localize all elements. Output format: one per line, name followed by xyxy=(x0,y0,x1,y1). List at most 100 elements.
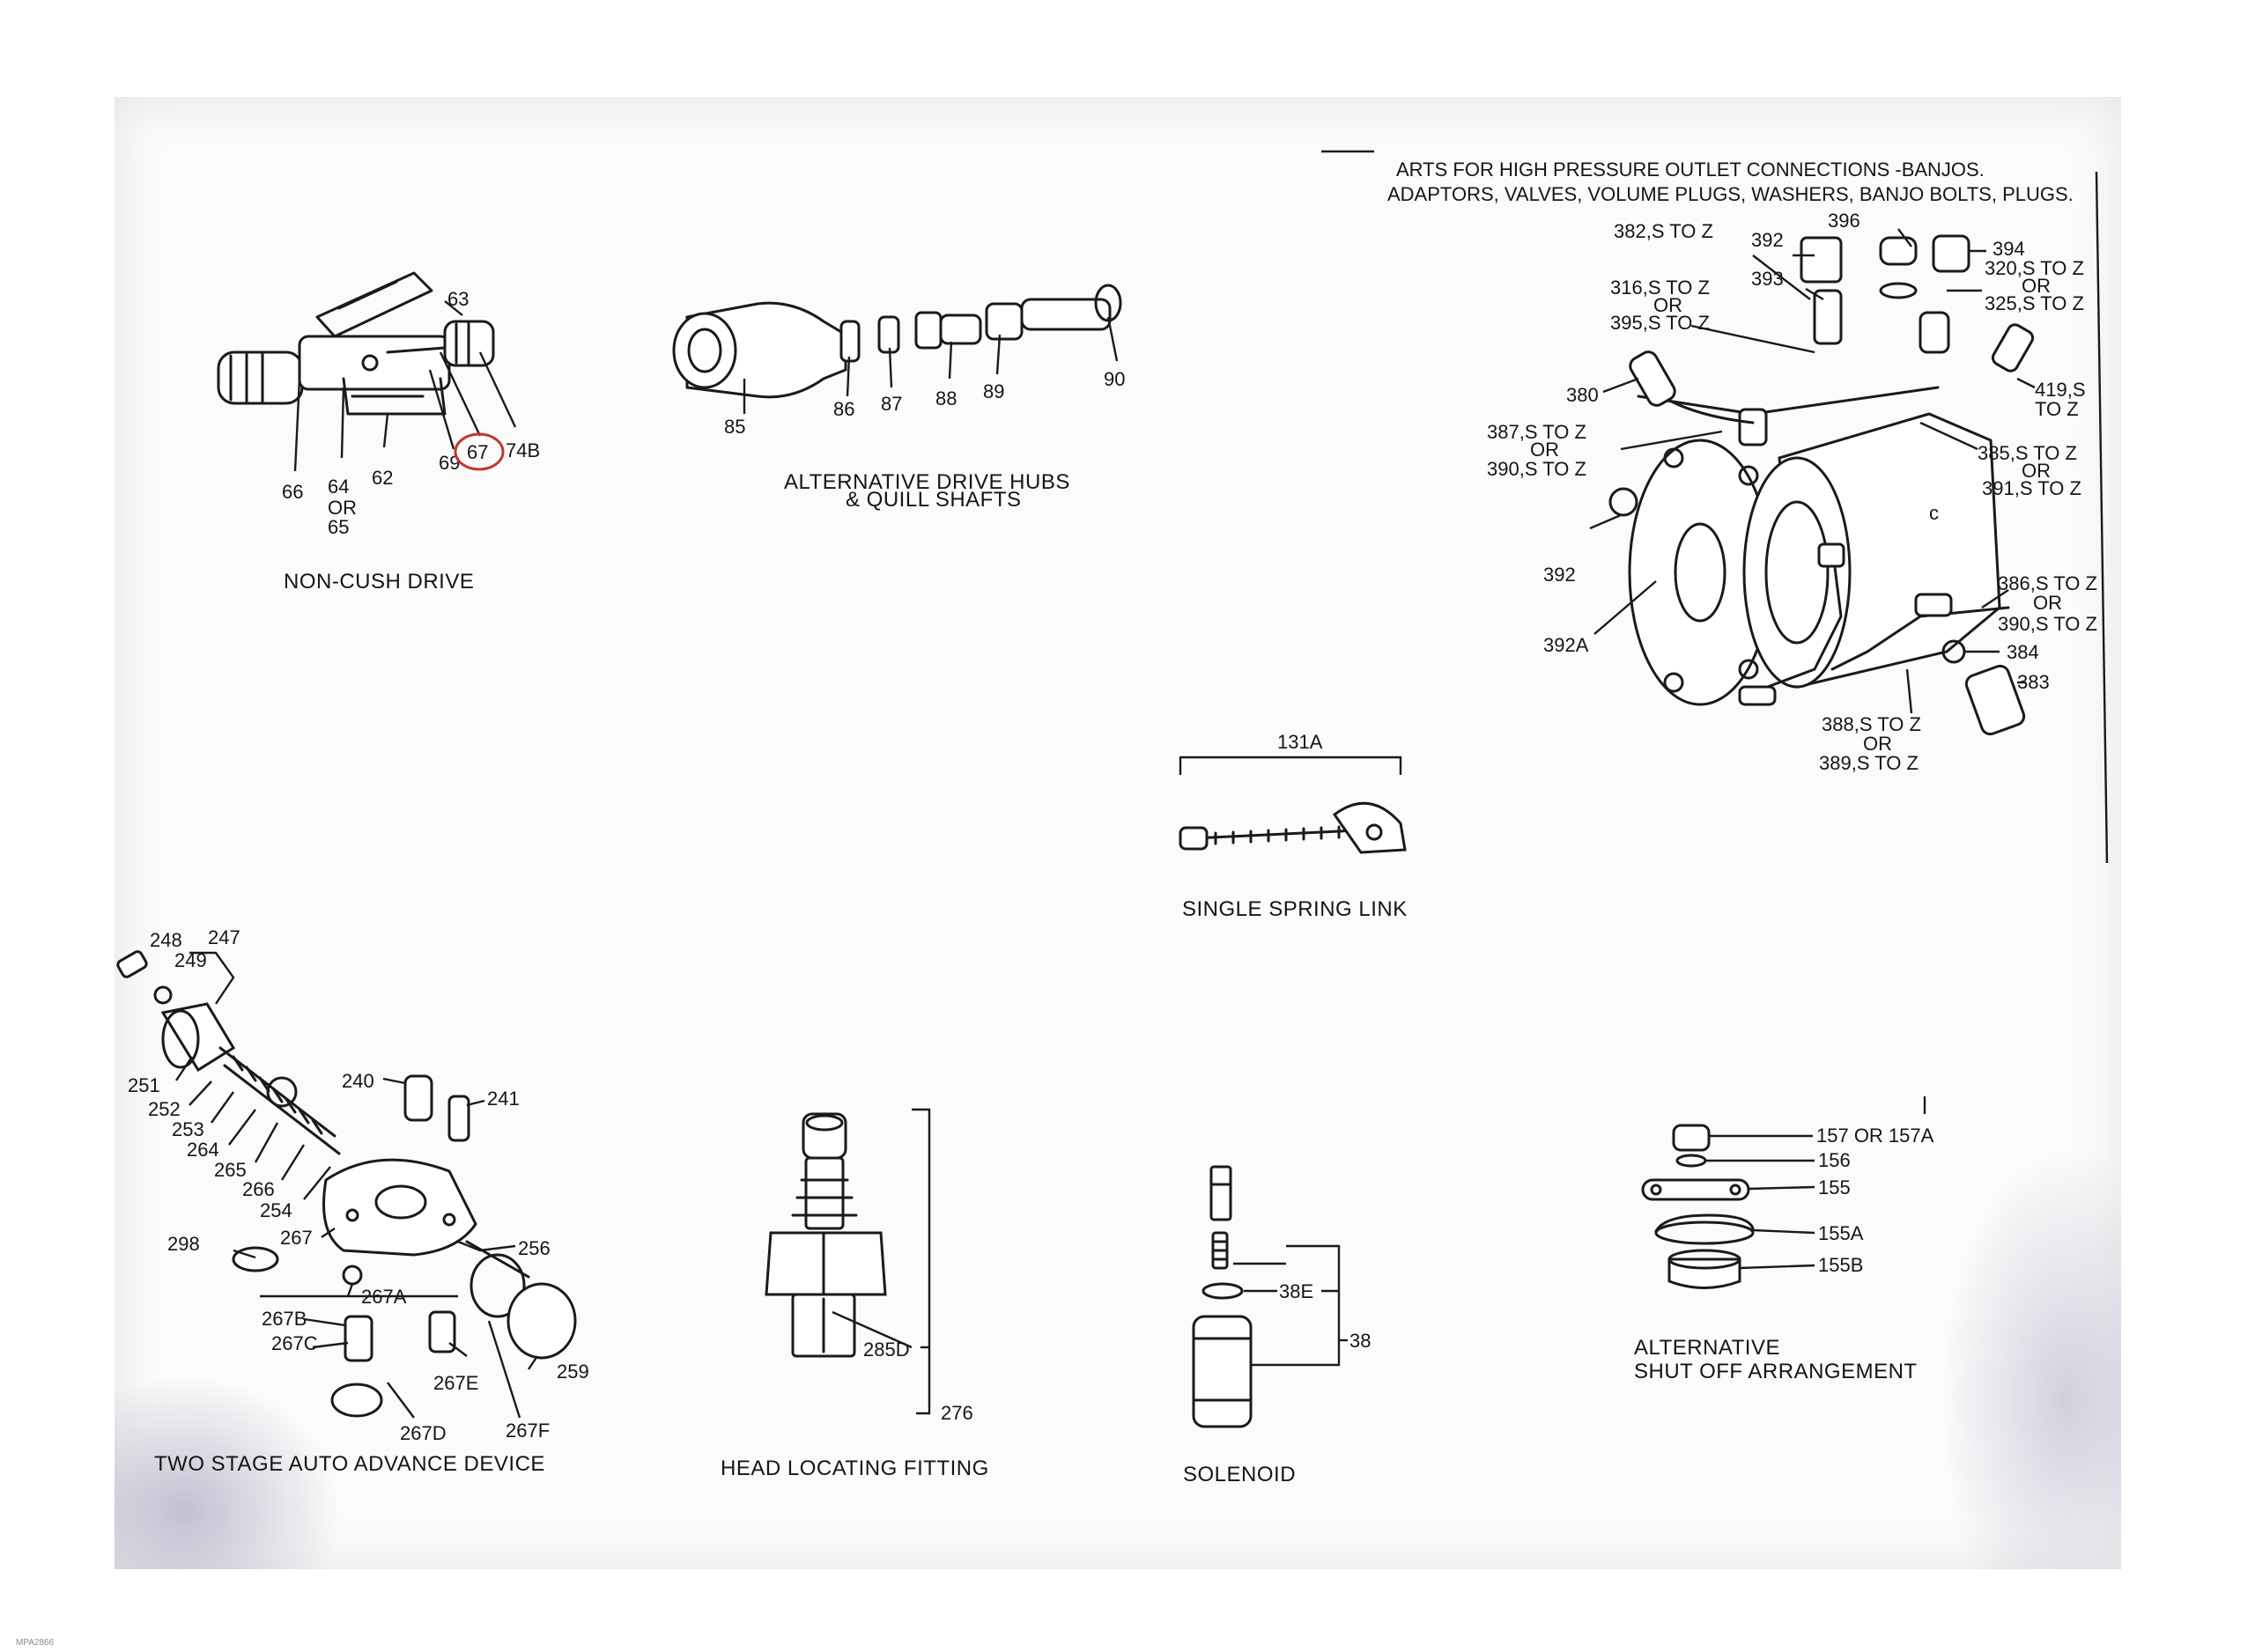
part-label-389-s-to-z: 389,S TO Z xyxy=(1819,752,1919,774)
highlight-circle xyxy=(454,432,505,471)
alternative-drive-hubs-group: 85 86 87 88 89 90 ALTERNATIVE DRIVE HUBS… xyxy=(672,284,1125,512)
part-label-249: 249 xyxy=(174,949,207,971)
part-label-386-s-to-z: 386,S TO Z xyxy=(1998,572,2097,594)
part-label-316-s-to-z: 316,S TO Z xyxy=(1610,277,1710,299)
part-label-419-s: 419,S xyxy=(2035,379,2086,401)
part-label-259: 259 xyxy=(557,1361,589,1383)
part-label-67: 67 xyxy=(467,441,488,463)
drive-hubs-leaders xyxy=(743,316,1119,414)
hp-outlet-connections-group: ARTS FOR HIGH PRESSURE OUTLET CONNECTION… xyxy=(1321,150,2109,864)
auto-advance-illustration xyxy=(116,950,577,1418)
part-label-394: 394 xyxy=(1993,238,2025,260)
part-label-or: OR xyxy=(1863,733,1892,755)
part-label-264: 264 xyxy=(187,1139,219,1161)
part-label-395-s-to-z: 395,S TO Z xyxy=(1610,312,1710,334)
part-label-or: OR xyxy=(328,497,357,519)
part-label-392: 392 xyxy=(1751,229,1784,251)
part-label-or: OR xyxy=(2022,275,2051,297)
head-locating-leaders xyxy=(832,1108,931,1415)
part-label-387-s-to-z: 387,S TO Z xyxy=(1487,421,1586,443)
part-label-252: 252 xyxy=(148,1098,181,1120)
part-label-392: 392 xyxy=(1543,564,1576,586)
part-label-267b: 267B xyxy=(262,1308,307,1330)
part-label-38: 38 xyxy=(1349,1330,1371,1352)
part-label-155b: 155B xyxy=(1818,1254,1863,1276)
hp-outlet-title-line1: ARTS FOR HIGH PRESSURE OUTLET CONNECTION… xyxy=(1396,159,1985,181)
footer-code: MPA2866 xyxy=(16,1638,55,1648)
part-label-396: 396 xyxy=(1828,210,1860,232)
part-label-90: 90 xyxy=(1104,368,1125,390)
part-label-65: 65 xyxy=(328,516,349,538)
part-label-325-s-to-z: 325,S TO Z xyxy=(1985,292,2084,314)
drive-hubs-illustration xyxy=(672,284,1122,399)
part-label-384: 384 xyxy=(2007,641,2039,663)
part-label-391-s-to-z: 391,S TO Z xyxy=(1982,477,2081,499)
caption-alt-drive-line2: & QUILL SHAFTS xyxy=(846,488,1022,512)
spring-link-illustration xyxy=(1179,801,1407,854)
shut-off-group: 157 OR 157A 156 155 155A 155B ALTERNATIV… xyxy=(1634,1096,1934,1383)
part-label-155: 155 xyxy=(1818,1176,1851,1198)
non-cush-drive-leaders xyxy=(293,300,517,472)
part-label-382-s-to-z: 382,S TO Z xyxy=(1614,220,1713,242)
non-cush-drive-group: 63 66 64 OR 65 62 69 67 74B NON-CUSH DRI… xyxy=(217,271,540,594)
auto-advance-leaders xyxy=(175,951,538,1419)
caption-head-locating: HEAD LOCATING FITTING xyxy=(721,1457,989,1480)
part-label-298: 298 xyxy=(167,1233,200,1255)
solenoid-group: 38E 38 SOLENOID xyxy=(1183,1165,1371,1486)
part-label-88: 88 xyxy=(935,387,957,409)
part-label-267d: 267D xyxy=(400,1422,447,1444)
hp-outlet-title-line2: ADAPTORS, VALVES, VOLUME PLUGS, WASHERS,… xyxy=(1387,183,2074,205)
part-label-157-or-157a: 157 OR 157A xyxy=(1816,1125,1934,1147)
part-label-390-s-to-z: 390,S TO Z xyxy=(1487,458,1586,480)
non-cush-drive-illustration xyxy=(217,271,495,416)
caption-single-spring-link: SINGLE SPRING LINK xyxy=(1182,897,1408,921)
part-label-265: 265 xyxy=(214,1159,247,1181)
part-label-66: 66 xyxy=(282,481,303,503)
head-locating-illustration xyxy=(765,1112,887,1358)
part-label-or: OR xyxy=(2022,460,2051,482)
part-label-240: 240 xyxy=(342,1070,374,1092)
part-label-267e: 267E xyxy=(433,1372,478,1394)
part-label-256: 256 xyxy=(518,1237,551,1259)
part-label-156: 156 xyxy=(1818,1149,1851,1171)
shut-off-illustration xyxy=(1641,1096,1926,1289)
part-label-385-s-to-z: 385,S TO Z xyxy=(1978,442,2077,464)
part-label-or: OR xyxy=(1653,294,1682,316)
part-label-393: 393 xyxy=(1751,268,1784,290)
caption-solenoid: SOLENOID xyxy=(1183,1463,1296,1486)
scan-shadow xyxy=(1938,1145,2121,1569)
caption-shut-off-line1: ALTERNATIVE xyxy=(1634,1336,1780,1360)
caption-alt-drive-line1: ALTERNATIVE DRIVE HUBS xyxy=(784,470,1070,494)
part-label-131a: 131A xyxy=(1277,731,1323,753)
part-label-266: 266 xyxy=(242,1178,275,1200)
part-label-87: 87 xyxy=(881,393,902,415)
pump-head-illustration: c xyxy=(1608,234,2035,736)
part-label-or: OR xyxy=(2033,592,2062,614)
part-label-392a: 392A xyxy=(1543,634,1589,656)
caption-shut-off-line2: SHUT OFF ARRANGEMENT xyxy=(1634,1360,1918,1383)
part-label-267: 267 xyxy=(280,1227,313,1249)
part-label-155a: 155A xyxy=(1818,1222,1864,1244)
part-label-38e: 38E xyxy=(1279,1280,1313,1302)
part-label-383: 383 xyxy=(2017,671,2050,693)
solenoid-leaders xyxy=(1233,1244,1348,1367)
part-label-267c: 267C xyxy=(271,1332,318,1354)
single-spring-link-group: 131A SINGLE SPRING LINK xyxy=(1179,731,1408,921)
part-label-380: 380 xyxy=(1566,384,1599,406)
caption-non-cush-drive: NON-CUSH DRIVE xyxy=(284,570,474,594)
part-label-241: 241 xyxy=(487,1088,520,1110)
svg-text:c: c xyxy=(1929,502,1939,524)
part-label-64: 64 xyxy=(328,476,349,498)
part-label-89: 89 xyxy=(983,380,1004,402)
part-label-or: OR xyxy=(1530,439,1559,461)
part-label-276: 276 xyxy=(941,1402,973,1424)
part-label-248: 248 xyxy=(150,929,182,951)
part-label-388-s-to-z: 388,S TO Z xyxy=(1822,713,1921,735)
caption-auto-advance: TWO STAGE AUTO ADVANCE DEVICE xyxy=(154,1452,545,1476)
head-locating-group: 285D 276 HEAD LOCATING FITTING xyxy=(721,1108,989,1480)
part-label-320-s-to-z: 320,S TO Z xyxy=(1985,257,2084,279)
auto-advance-group: 248 247 249 251 252 253 264 265 266 254 … xyxy=(116,926,589,1476)
hp-outlet-leaders xyxy=(1589,228,2036,714)
part-label-247: 247 xyxy=(208,926,240,948)
